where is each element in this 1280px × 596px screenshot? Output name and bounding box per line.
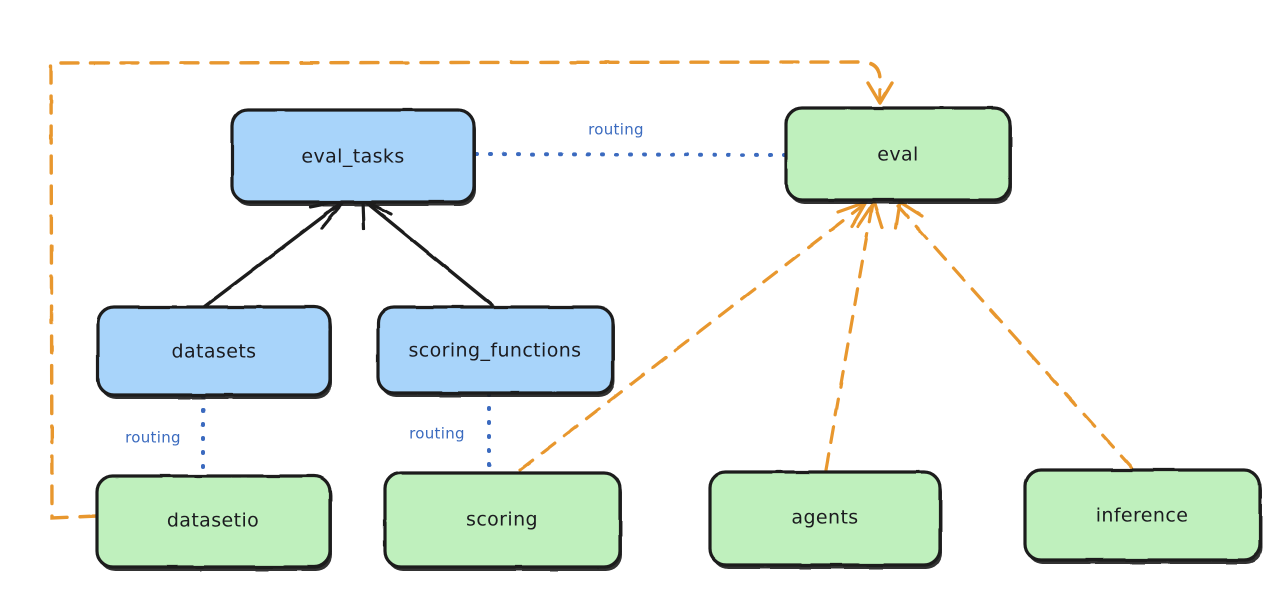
node-box-inference bbox=[1023, 468, 1262, 562]
node-box-agents bbox=[708, 470, 942, 567]
edge-datasets-to-eval_tasks bbox=[202, 198, 347, 309]
node-box-scoring bbox=[383, 471, 622, 569]
node-label-scoring_functions: scoring_functions bbox=[409, 340, 582, 362]
node-scoring_functions[interactable]: scoring_functions bbox=[376, 305, 615, 397]
edge-datasetio-to-eval bbox=[49, 60, 894, 520]
node-label-eval_tasks: eval_tasks bbox=[301, 146, 404, 168]
node-label-agents: agents bbox=[791, 507, 858, 529]
edge-label-routing-eval_tasks-eval: routing bbox=[588, 121, 644, 139]
node-inference[interactable]: inference bbox=[1023, 468, 1262, 564]
node-agents[interactable]: agents bbox=[708, 470, 942, 569]
node-box-eval_tasks bbox=[230, 108, 476, 204]
nodes-layer: eval_tasks eval datasets scoring_functio… bbox=[95, 106, 1262, 571]
node-datasets[interactable]: datasets bbox=[96, 305, 332, 399]
node-label-scoring: scoring bbox=[466, 509, 538, 531]
edge-labels-layer: routing routing routing bbox=[125, 121, 644, 447]
edge-scoring_functions-to-eval_tasks bbox=[361, 198, 494, 307]
node-datasetio[interactable]: datasetio bbox=[95, 474, 332, 571]
node-label-datasets: datasets bbox=[172, 341, 257, 363]
node-box-datasetio bbox=[95, 474, 332, 569]
edge-agents-to-eval bbox=[824, 200, 884, 472]
node-eval_tasks[interactable]: eval_tasks bbox=[230, 108, 476, 206]
node-box-eval bbox=[784, 106, 1012, 202]
node-label-eval: eval bbox=[877, 144, 918, 166]
node-box-datasets bbox=[96, 305, 332, 397]
edge-inference-to-eval bbox=[894, 200, 1134, 470]
edges-layer bbox=[49, 60, 1134, 520]
node-box-scoring_functions bbox=[376, 305, 615, 395]
edge-eval_tasks-to-eval bbox=[474, 152, 788, 157]
edge-label-routing-datasets-datasetio: routing bbox=[125, 429, 181, 447]
node-eval[interactable]: eval bbox=[784, 106, 1012, 204]
edge-label-routing-scoring_functions-scoring: routing bbox=[409, 425, 465, 443]
node-label-inference: inference bbox=[1096, 505, 1189, 527]
node-label-datasetio: datasetio bbox=[167, 510, 259, 532]
node-scoring[interactable]: scoring bbox=[383, 471, 622, 571]
